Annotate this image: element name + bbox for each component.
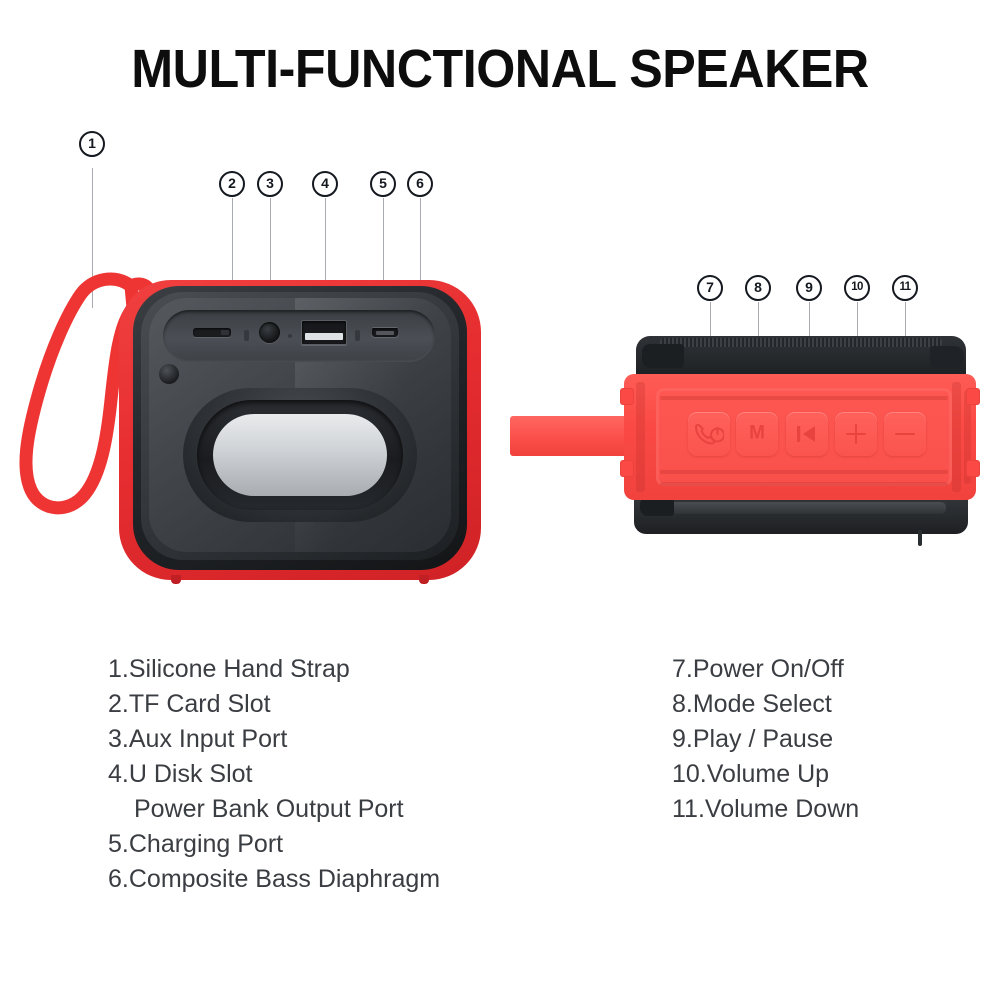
list-item-label: U Disk Slot [128,760,253,788]
silicone-hand-strap-flat [510,416,634,456]
callout-marker-4[interactable]: 4 [312,171,338,197]
callout-marker-6[interactable]: 6 [407,171,433,197]
list-item-number: 8. [672,690,693,718]
list-item-label: Mode Select [692,690,832,718]
list-item-number: 9. [672,725,693,753]
mode-button-label: M [749,422,765,444]
band-ridge [660,396,948,400]
volume-up-icon [846,424,866,444]
legend-list-left: 1.Silicone Hand Strap 2.TF Card Slot 3.A… [108,652,440,897]
volume-up-button[interactable] [835,412,877,456]
list-item: 9.Play / Pause [672,722,859,757]
antenna-nub [918,530,922,546]
leader-line-3 [270,198,272,332]
panel-led [288,334,292,338]
list-item-number: 6. [108,865,129,893]
list-item-label: Composite Bass Diaphragm [128,865,441,893]
leader-line-2 [232,198,234,336]
list-item-label: Silicone Hand Strap [128,655,350,683]
list-item: 10.Volume Up [672,757,859,792]
list-item-label: Volume Up [706,760,830,788]
composite-bass-diaphragm [213,414,387,496]
callout-marker-9[interactable]: 9 [796,275,822,301]
list-item-label: Play / Pause [692,725,834,753]
list-item: 5.Charging Port [108,827,440,862]
callout-marker-1[interactable]: 1 [79,131,105,157]
band-tab [966,460,980,477]
list-item: 11.Volume Down [672,792,859,827]
panel-detail-dot [244,330,249,341]
callout-marker-7[interactable]: 7 [697,275,723,301]
mode-button[interactable]: M [736,412,778,456]
callout-marker-5[interactable]: 5 [370,171,396,197]
play-pause-button[interactable] [786,412,828,456]
list-item: 6.Composite Bass Diaphragm [108,862,440,897]
list-item-number: 11. [672,795,705,823]
list-item-number: 10. [672,760,707,788]
usb-a-port [301,320,347,345]
list-item-number: 7. [672,655,693,683]
list-item: 2.TF Card Slot [108,687,440,722]
list-item-sublabel: Power Bank Output Port [134,795,404,823]
band-tab [966,388,980,405]
speaker-front-view [19,272,495,592]
list-item: 4.U Disk Slot [108,757,440,792]
panel-detail-dot [355,330,360,341]
callout-marker-8[interactable]: 8 [745,275,771,301]
leader-line-4 [325,198,327,333]
back-edge-texture [660,338,942,347]
list-item-label: Volume Down [704,795,860,823]
bottom-edge-tab [640,496,674,516]
callout-marker-11[interactable]: 11 [892,275,918,301]
band-side-ridge [952,382,961,492]
power-button[interactable] [688,412,730,456]
leader-line-5 [383,198,385,332]
back-edge-tab [642,344,684,368]
list-item-label: Aux Input Port [128,725,288,753]
list-item-label: TF Card Slot [128,690,271,718]
aux-input-port [259,322,280,343]
list-item: 8.Mode Select [672,687,859,722]
list-item-number: 4. [108,760,129,788]
phone-power-icon [695,424,724,445]
speaker-top-view: M [510,330,980,570]
back-edge-notch [930,346,964,368]
list-item: 3.Aux Input Port [108,722,440,757]
leader-line-1 [92,168,94,308]
list-item-number: 1. [108,655,129,683]
list-item-number: 2. [108,690,129,718]
micro-usb-port [371,327,399,338]
callout-marker-10[interactable]: 10 [844,275,870,301]
speaker-foot [171,575,181,584]
tf-card-slot [193,328,231,337]
bottom-edge-groove [660,502,946,514]
list-item-label: Power On/Off [692,655,844,683]
band-side-ridge [636,382,645,492]
callout-marker-2[interactable]: 2 [219,171,245,197]
legend-list-right: 7.Power On/Off 8.Mode Select 9.Play / Pa… [672,652,859,827]
list-item: 7.Power On/Off [672,652,859,687]
band-ridge [660,482,948,486]
volume-down-icon [895,433,915,435]
band-ridge [660,470,948,474]
list-item-label: Charging Port [128,830,284,858]
callout-marker-3[interactable]: 3 [257,171,283,197]
list-item-number: 5. [108,830,129,858]
speaker-foot [419,575,429,584]
band-tab [620,460,634,477]
page-title: MULTI-FUNCTIONAL SPEAKER [131,39,869,99]
band-side-ridge [964,390,971,484]
list-item: 1.Silicone Hand Strap [108,652,440,687]
band-tab [620,388,634,405]
list-item-number: 3. [108,725,129,753]
volume-down-button[interactable] [884,412,926,456]
strap-anchor [159,364,179,384]
play-pause-icon [797,426,815,442]
